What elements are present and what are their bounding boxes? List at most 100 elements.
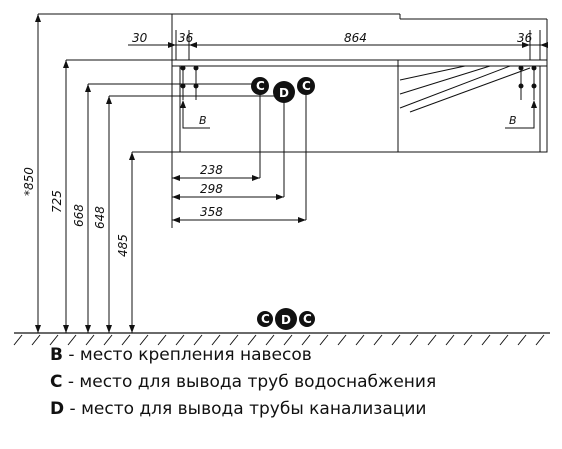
floor-hatch: [193, 334, 203, 346]
dim-485-label: 485: [116, 234, 130, 257]
c-outlet-marker: [299, 311, 315, 327]
b-right-leader: [505, 106, 535, 129]
c-outlet-marker: [297, 77, 315, 95]
c-outlet-marker: [251, 77, 269, 95]
dim-725-label: 725: [50, 190, 64, 213]
c-outlet-letter: C: [261, 312, 270, 326]
floor-hatch: [139, 334, 149, 346]
dim-36-left-label: 36: [178, 31, 194, 45]
outlet-markers-floor: C D C: [257, 308, 315, 330]
d-outlet-letter: D: [281, 313, 291, 327]
b-left-label: B: [199, 114, 207, 127]
arrowhead: [540, 42, 548, 48]
legend-text: - место для вывода труб водоснабжения: [67, 372, 437, 392]
hatch-line: [409, 67, 531, 113]
c-outlet-letter: C: [256, 79, 265, 93]
b-left-leader: [182, 106, 210, 129]
floor-hatch: [211, 334, 221, 346]
floor-hatch: [67, 334, 77, 346]
floor-hatch: [175, 334, 185, 346]
arrowhead: [106, 96, 112, 104]
hatch-line: [399, 65, 491, 95]
arrowhead: [129, 325, 135, 333]
dim-298-label: 298: [200, 182, 223, 196]
c-outlet-letter: C: [303, 312, 312, 326]
floor-hatch: [13, 334, 23, 346]
hatch-line: [399, 65, 511, 109]
legend-code: B: [50, 345, 63, 365]
floor-hatch: [49, 334, 59, 346]
d-outlet-marker: [275, 308, 297, 330]
hinge-dot: [531, 83, 537, 89]
floor-hatch: [85, 334, 95, 346]
arrowhead: [531, 100, 537, 108]
arrowhead: [189, 42, 197, 48]
arrowhead: [172, 194, 180, 200]
arrowhead: [35, 325, 41, 333]
floor-hatch: [301, 334, 311, 346]
c-outlet-marker: [257, 311, 273, 327]
floor-hatch: [157, 334, 167, 346]
legend-code: D: [50, 399, 65, 419]
floor-hatch: [427, 334, 437, 346]
hinge-dot: [193, 83, 199, 89]
arrowhead: [180, 100, 186, 108]
hinge-dot: [180, 83, 186, 89]
floor-hatch: [499, 334, 509, 346]
floor-hatch: [445, 334, 455, 346]
arrowhead: [276, 194, 284, 200]
arrowhead: [106, 325, 112, 333]
floor-hatch: [121, 334, 131, 346]
legend: B - место крепления навесов C - место дл…: [50, 342, 550, 423]
legend-row-d: D - место для вывода трубы канализации: [50, 396, 550, 423]
dim-358-label: 358: [200, 205, 223, 219]
b-right-label: B: [509, 114, 517, 127]
hinge-dot: [531, 65, 537, 71]
floor-hatch: [463, 334, 473, 346]
floor-hatch: [103, 334, 113, 346]
arrowhead: [168, 42, 176, 48]
floor-hatch: [265, 334, 275, 346]
dim-850-label: *850: [22, 167, 36, 196]
hinge-dot: [193, 65, 199, 71]
arrowhead: [85, 325, 91, 333]
arrowhead: [252, 175, 260, 181]
floor-hatch: [247, 334, 257, 346]
arrowhead: [172, 217, 180, 223]
floor-hatch: [229, 334, 239, 346]
hinge-dot: [518, 65, 524, 71]
legend-text: - место для вывода трубы канализации: [69, 399, 427, 419]
d-outlet-marker: [273, 81, 295, 103]
arrowhead: [298, 217, 306, 223]
d-outlet-letter: D: [279, 86, 289, 100]
floor-hatch: [535, 334, 545, 346]
c-outlet-letter: C: [302, 79, 311, 93]
outlet-markers-top: C D C: [251, 77, 315, 103]
dim-36-right-label: 36: [517, 31, 533, 45]
dim-238-label: 238: [200, 163, 223, 177]
hinge-dot: [518, 83, 524, 89]
legend-code: C: [50, 372, 63, 392]
floor-hatch: [337, 334, 347, 346]
floor-hatch: [517, 334, 527, 346]
arrowhead: [63, 60, 69, 68]
dim-668-label: 668: [72, 204, 86, 227]
floor-hatch: [481, 334, 491, 346]
legend-row-b: B - место крепления навесов: [50, 342, 550, 369]
hatch-line: [399, 65, 466, 81]
arrowhead: [172, 175, 180, 181]
floor-hatch: [319, 334, 329, 346]
legend-text: - место крепления навесов: [68, 345, 312, 365]
arrowhead: [129, 152, 135, 160]
floor-hatch: [283, 334, 293, 346]
arrowhead: [35, 14, 41, 22]
floor-hatch: [391, 334, 401, 346]
dim-864-label: 864: [344, 31, 367, 45]
dim-30-label: 30: [132, 31, 148, 45]
floor-hatch: [373, 334, 383, 346]
floor-hatch: [409, 334, 419, 346]
arrowhead: [522, 42, 530, 48]
arrowhead: [85, 84, 91, 92]
floor-hatch: [355, 334, 365, 346]
